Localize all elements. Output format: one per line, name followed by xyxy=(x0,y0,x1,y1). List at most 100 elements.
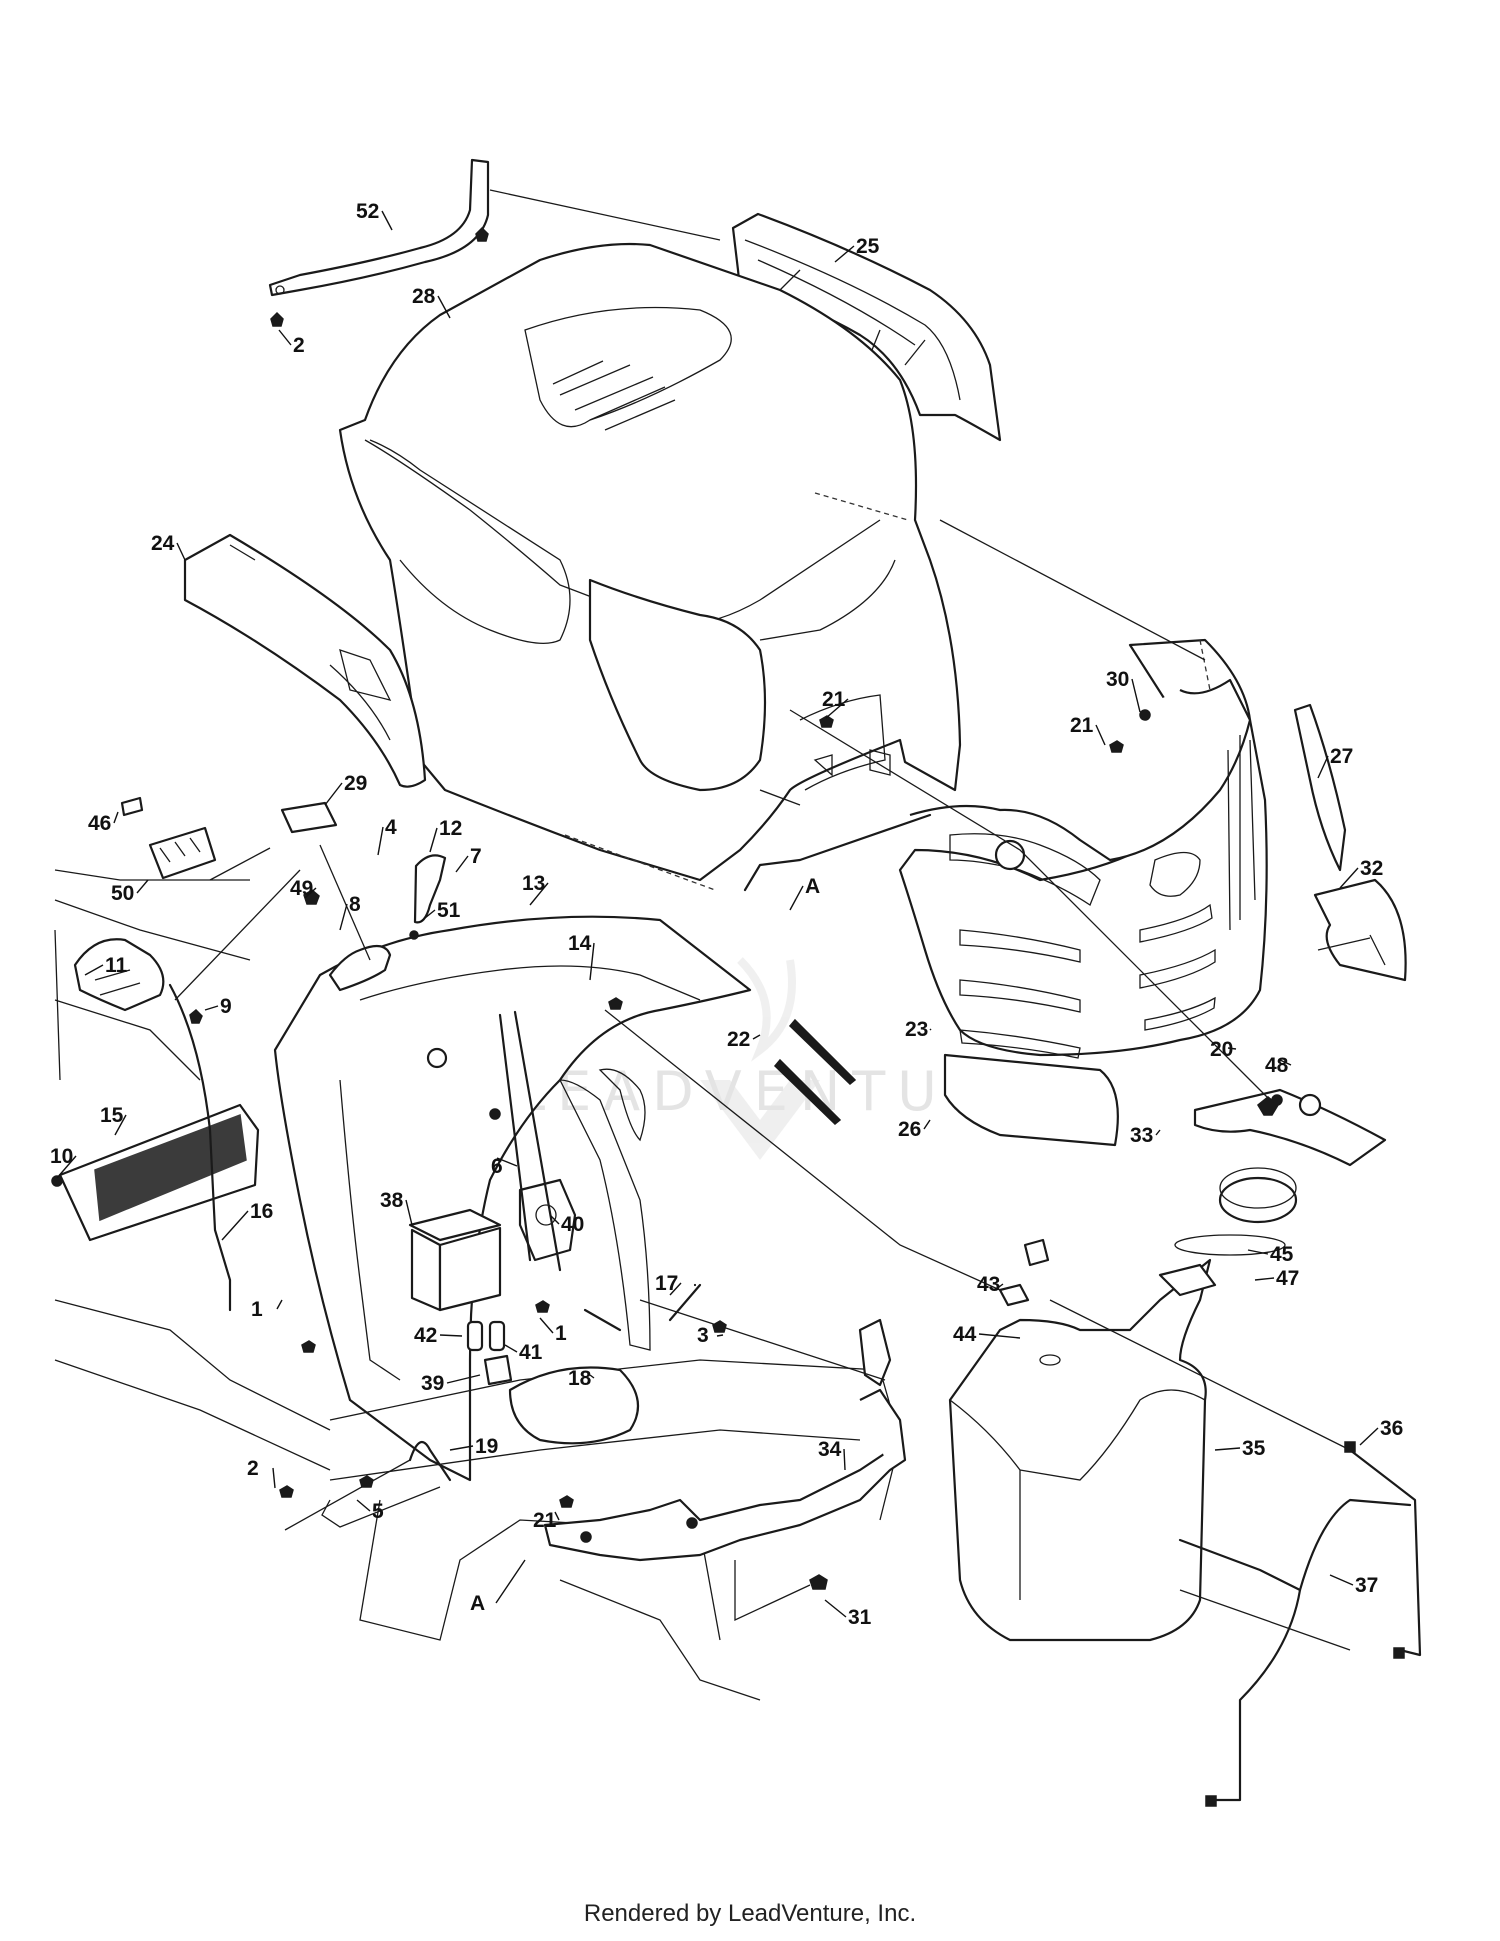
fuel-tank xyxy=(948,1167,1298,1642)
callout-leader xyxy=(1131,678,1141,713)
callout-leader xyxy=(1227,1047,1237,1050)
callout-51: 51 xyxy=(437,899,461,922)
hood-rear-trim xyxy=(731,212,1002,442)
callout-41: 41 xyxy=(519,1341,543,1364)
callout-3: 3 xyxy=(697,1324,709,1347)
callout-leader xyxy=(324,782,343,806)
callout-leader xyxy=(495,1559,526,1604)
callout-14: 14 xyxy=(568,932,592,955)
callout-leader xyxy=(278,329,292,346)
callout-leader xyxy=(923,1119,931,1130)
callout-15: 15 xyxy=(100,1104,124,1127)
dash-controls xyxy=(120,796,447,940)
callout-29: 29 xyxy=(344,772,367,795)
callout-leader xyxy=(304,887,317,899)
callout-46: 46 xyxy=(88,812,111,835)
grille-mesh xyxy=(94,1113,247,1222)
floor-frame xyxy=(321,1359,901,1701)
hood xyxy=(338,242,962,892)
callout-38: 38 xyxy=(380,1189,404,1212)
reference-label-a: A xyxy=(805,875,820,898)
callout-leader xyxy=(449,1445,474,1451)
callout-4: 4 xyxy=(385,816,397,839)
callout-leader xyxy=(429,827,438,853)
callout-34: 34 xyxy=(818,1438,842,1461)
callout-30: 30 xyxy=(1106,668,1129,691)
callout-leader xyxy=(455,855,469,873)
callout-22: 22 xyxy=(727,1028,750,1051)
callout-25: 25 xyxy=(856,235,880,258)
callout-32: 32 xyxy=(1360,857,1383,880)
callout-leader xyxy=(276,1299,283,1310)
callout-42: 42 xyxy=(414,1324,437,1347)
callout-2: 2 xyxy=(247,1457,259,1480)
callout-leader xyxy=(539,1317,554,1334)
callout-21: 21 xyxy=(533,1509,557,1532)
callout-leader xyxy=(114,1114,127,1136)
callout-26: 26 xyxy=(898,1118,921,1141)
callout-leader xyxy=(221,1210,249,1241)
callout-leader xyxy=(669,1282,682,1296)
reference-label-a: A xyxy=(470,1592,485,1615)
callout-16: 16 xyxy=(250,1200,273,1223)
callout-18: 18 xyxy=(568,1367,592,1390)
callout-leader xyxy=(405,1199,413,1226)
callout-1: 1 xyxy=(251,1298,263,1321)
footer-credit: Rendered by LeadVenture, Inc. xyxy=(583,1900,917,1927)
callout-1: 1 xyxy=(555,1322,567,1345)
callout-33: 33 xyxy=(1130,1124,1153,1147)
front-grille xyxy=(898,638,1268,1059)
callout-8: 8 xyxy=(349,893,361,916)
callout-leader xyxy=(176,542,186,561)
callout-37: 37 xyxy=(1355,1574,1378,1597)
callout-leader xyxy=(789,885,804,911)
callout-leader xyxy=(437,295,451,319)
callout-17: 17 xyxy=(655,1272,678,1295)
callout-2: 2 xyxy=(293,334,305,357)
callout-21: 21 xyxy=(1070,714,1094,737)
callout-43: 43 xyxy=(977,1273,1000,1296)
callout-leader xyxy=(1279,1059,1292,1066)
callout-leader xyxy=(554,1511,560,1521)
callout-7: 7 xyxy=(470,845,482,868)
callout-leader xyxy=(978,1333,1021,1339)
callout-leader xyxy=(834,245,855,263)
callout-49: 49 xyxy=(290,877,313,900)
callout-20: 20 xyxy=(1210,1038,1233,1061)
callout-leader xyxy=(1247,1249,1269,1255)
callout-leader xyxy=(1254,1277,1275,1281)
callout-leader xyxy=(419,909,436,923)
callout-50: 50 xyxy=(111,882,134,905)
callout-leader xyxy=(589,1374,595,1379)
callout-leader xyxy=(1155,1129,1161,1136)
callout-39: 39 xyxy=(421,1372,444,1395)
callout-6: 6 xyxy=(491,1155,503,1178)
callout-leader xyxy=(56,1155,77,1179)
callout-leader xyxy=(377,826,384,856)
callout-27: 27 xyxy=(1330,745,1353,768)
callout-leader xyxy=(272,1467,276,1489)
callout-45: 45 xyxy=(1270,1243,1294,1266)
trim-pieces xyxy=(943,703,1407,1167)
dashboard-fender xyxy=(273,915,752,1482)
tank-bracket xyxy=(543,1318,907,1562)
callout-leader xyxy=(929,1028,932,1031)
callout-leader xyxy=(1095,724,1106,746)
left-frame-assembly xyxy=(51,869,331,1471)
callout-13: 13 xyxy=(522,872,545,895)
callout-leader xyxy=(1317,755,1329,779)
callout-leader xyxy=(339,903,348,931)
callout-31: 31 xyxy=(848,1606,872,1629)
callout-leader xyxy=(824,1599,847,1618)
callout-24: 24 xyxy=(151,532,175,555)
callout-leader xyxy=(825,698,849,719)
callout-leader xyxy=(504,1344,518,1353)
callout-leader xyxy=(1329,1574,1354,1586)
callout-leader xyxy=(439,1334,463,1337)
reference-lines xyxy=(174,189,1351,1651)
callout-leader xyxy=(1339,867,1359,889)
callout-leader xyxy=(356,1499,371,1512)
callout-leader xyxy=(549,1214,560,1225)
